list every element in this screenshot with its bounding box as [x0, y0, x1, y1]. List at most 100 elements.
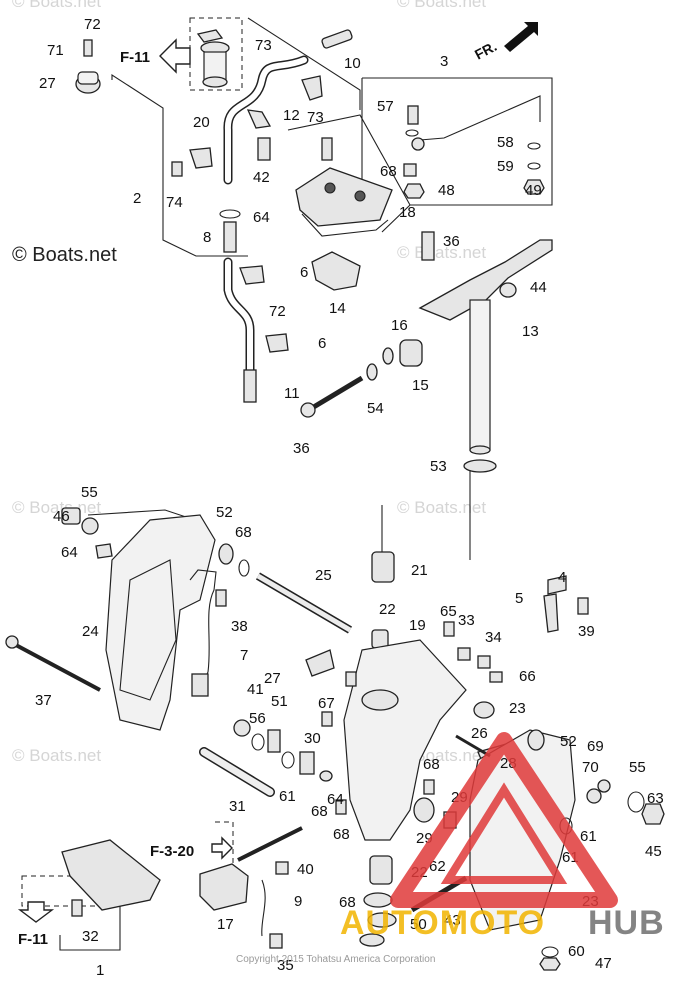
part-callout-64: 64 — [327, 791, 344, 808]
cover-part-18 — [295, 167, 393, 227]
cap-part-32 — [319, 770, 333, 782]
part-callout-27: 27 — [39, 75, 56, 92]
part-callout-55: 55 — [81, 484, 98, 501]
gasket-part-19 — [301, 213, 389, 237]
washer-part-64 — [281, 751, 295, 769]
part-callout-24: 24 — [82, 623, 99, 640]
part-callout-41: 41 — [247, 681, 264, 698]
washer-part-58 — [627, 791, 645, 813]
screw-part-40 — [215, 589, 227, 607]
part-callout-68: 68 — [235, 524, 252, 541]
part-callout-43: 43 — [444, 912, 461, 929]
part-callout-54: 54 — [367, 400, 384, 417]
tube-part-33-core — [200, 748, 274, 796]
part-callout-6: 6 — [318, 335, 326, 352]
nut-part-50 — [61, 507, 81, 525]
part-callout-17: 17 — [217, 916, 234, 933]
cover-boss — [324, 182, 336, 194]
bolt-head-41 — [5, 635, 19, 649]
brand-text-part2: HUB — [588, 904, 665, 942]
hose-part-75-inner — [224, 57, 307, 183]
warning-triangle-icon — [390, 732, 618, 908]
bushing-part-23 — [473, 701, 495, 719]
part-callout-23: 23 — [509, 700, 526, 717]
plate-part-4 — [547, 575, 567, 595]
part-callout-20: 20 — [193, 114, 210, 131]
frame-3 — [362, 77, 553, 206]
part-callout-36: 36 — [293, 440, 310, 457]
part-callout-38: 38 — [231, 618, 248, 635]
watermark-text: © Boats.net — [397, 498, 486, 517]
part-callout-1: 1 — [96, 962, 104, 979]
nut-part-47 — [233, 719, 251, 737]
cover-boss — [354, 190, 366, 202]
clamp-part-17 — [199, 863, 249, 911]
part-callout-26: 26 — [471, 725, 488, 742]
brand-text-part1: AUTOMOTO — [340, 904, 545, 942]
clip-part-67 — [95, 543, 113, 559]
nut-part-55 — [527, 729, 545, 751]
fitting-part-8 — [223, 221, 237, 253]
screw-part-68 — [423, 779, 435, 795]
part-callout-44: 44 — [530, 279, 547, 296]
strap-part-9 — [261, 879, 266, 937]
bolt-part-41 — [13, 642, 101, 692]
part-callout-16: 16 — [391, 317, 408, 334]
part-callout-30: 30 — [304, 730, 321, 747]
steering-shaft-part-13 — [469, 299, 491, 451]
part-callout-65: 65 — [440, 603, 457, 620]
washer-part-61 — [527, 142, 541, 150]
nut-part-36 — [457, 647, 471, 661]
watermark-large-text: © Boats.net — [12, 244, 117, 266]
part-callout-61: 61 — [279, 788, 296, 805]
bolt-part-34 — [321, 137, 333, 161]
bushing-part-15 — [399, 339, 423, 367]
crossref-label-bottom: F-11 — [18, 931, 48, 948]
parts-drawing — [5, 29, 665, 971]
part-callout-62: 62 — [429, 858, 446, 875]
collar-part-54 — [267, 729, 281, 753]
part-callout-51: 51 — [271, 693, 288, 710]
swivel-bore — [361, 689, 399, 711]
watermark-text: © Boats.net — [12, 0, 101, 11]
part-callout-64: 64 — [61, 544, 78, 561]
bushing-part-22 — [371, 551, 395, 583]
part-callout-58: 58 — [497, 134, 514, 151]
part-callout-12: 12 — [283, 107, 300, 124]
wire-part-7 — [189, 569, 217, 691]
bracket-line-2 — [111, 73, 248, 257]
part-callout-10: 10 — [344, 55, 361, 72]
crossref-label-mid: F-3-20 — [150, 843, 194, 860]
part-callout-9: 9 — [294, 893, 302, 910]
part-callout-37: 37 — [35, 692, 52, 709]
part-callout-25: 25 — [315, 567, 332, 584]
screw-part-44 — [275, 861, 289, 875]
clamp-part-12 — [246, 109, 272, 129]
part-callout-69: 69 — [587, 738, 604, 755]
part-callout-64: 64 — [253, 209, 270, 226]
part-callout-8: 8 — [203, 229, 211, 246]
part-callout-66: 66 — [519, 668, 536, 685]
part-callout-19: 19 — [409, 617, 426, 634]
nut-part-36 — [477, 655, 491, 669]
washer-part-62 — [541, 946, 559, 958]
crossref-box-mid — [215, 821, 234, 870]
washer-part-60 — [251, 733, 265, 751]
nut-part-55 — [218, 543, 234, 565]
part-callout-14: 14 — [329, 300, 346, 317]
watermark-text: © Boats.net — [397, 243, 486, 262]
part-callout-56: 56 — [249, 710, 266, 727]
washer-part-59 — [81, 517, 99, 535]
part-callout-42: 42 — [253, 169, 270, 186]
nut-part-72 — [597, 779, 611, 793]
part-callout-45: 45 — [645, 843, 662, 860]
part-callout-27: 27 — [264, 670, 281, 687]
part-callout-48: 48 — [438, 182, 455, 199]
part-callout-61: 61 — [580, 828, 597, 845]
nut-part-51 — [539, 957, 561, 971]
watermark-text: © Boats.net — [12, 746, 101, 765]
part-callout-7: 7 — [240, 647, 248, 664]
crossref-arrow — [17, 901, 55, 923]
part-callout-21: 21 — [411, 562, 428, 579]
hose-part-74-inner — [225, 259, 253, 373]
